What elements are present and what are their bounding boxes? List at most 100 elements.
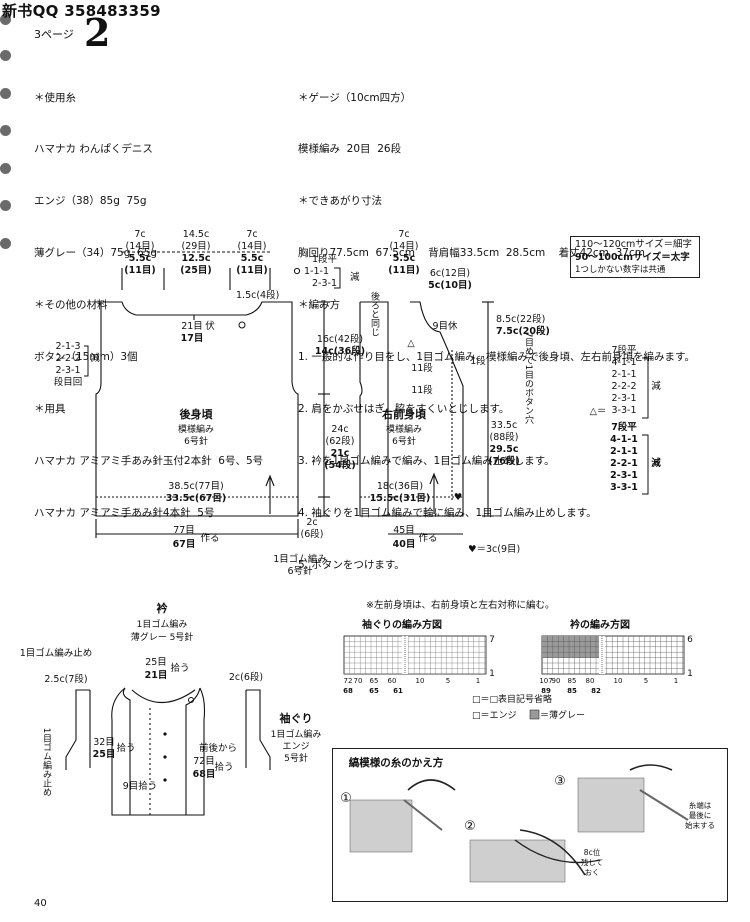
front-top-dim: 7c <box>398 229 409 240</box>
front-stitch: 模様編み <box>386 423 422 435</box>
heart-note: ♥＝3c(9目) <box>468 544 520 555</box>
collar-side-pick: 32目 <box>93 737 115 748</box>
front-same-note: 後ろと同じ <box>369 290 380 336</box>
chart-tick: 90 <box>552 677 561 685</box>
back-armhole-rule: 2-3-1 <box>56 365 81 376</box>
armhole-piece <box>246 689 271 770</box>
button-gap: 11段 <box>411 384 433 396</box>
collar-pick-count: 21目 <box>145 670 168 681</box>
binder-hole <box>0 125 11 136</box>
back-top-dim: (29目) <box>181 241 210 252</box>
armband-title: 袖ぐり <box>280 711 313 725</box>
armhole-height: 14c(36段) <box>315 345 365 357</box>
collar-neck-curve <box>131 689 196 703</box>
front-height: 29.5c <box>489 444 518 455</box>
dec-reduce: 減 <box>651 380 661 392</box>
legend-color-b: ＝薄グレー <box>540 709 585 721</box>
materials-line: ＊その他の材料 <box>34 299 108 312</box>
chart-tick: 1 <box>476 677 480 685</box>
collar-pick-label: 拾う <box>170 662 189 674</box>
footer-page-number: 40 <box>34 898 47 909</box>
chart-tick: 5 <box>644 677 648 685</box>
collar-chart <box>541 635 685 675</box>
collar-left-piece <box>65 689 90 770</box>
specs-line: 模様編み 20目 26段 <box>298 143 402 156</box>
sleeve-chart-title: 袖ぐりの編み方図 <box>361 618 442 631</box>
chart-tick: 68 <box>343 687 353 695</box>
materials-line: ハマナカ アミアミ手あみ針玉付2本針 6号、5号 <box>34 454 264 467</box>
armband-yarn: エンジ <box>282 742 309 752</box>
yarn-note: 最後に <box>689 810 712 820</box>
front-cast-on-label: 作る <box>418 532 437 544</box>
armhole-pick-label: 拾う <box>214 761 233 773</box>
back-top-dim: 5.5c <box>129 253 151 264</box>
triangle-legend: △＝ <box>590 406 607 417</box>
collar-side-pick-label: 拾う <box>116 742 135 754</box>
front-top-dim: (11目) <box>388 265 419 276</box>
size-legend-line: 90～100cmサイズ＝太字 <box>575 252 690 263</box>
chart-row-label: 7 <box>489 635 495 645</box>
button-gap: 11段 <box>411 362 433 374</box>
front-height: 33.5c <box>491 420 517 431</box>
back-top-dim: 5.5c <box>241 253 263 264</box>
materials-line: ハマナカ わんぱくデニス <box>34 143 153 156</box>
back-title: 後身頃 <box>180 407 214 421</box>
armband-stitch: 1目ゴム編み <box>271 728 322 740</box>
watermark: 新书QQ 358483359 <box>2 2 161 20</box>
back-needle: 6号針 <box>184 435 208 447</box>
size-legend-line: 1つしかない数字は共通 <box>575 265 666 275</box>
collar-vertical-bindoff: 1目ゴム編み止め <box>41 728 52 797</box>
binder-hole <box>0 50 11 61</box>
heart-icon: ♥ <box>454 492 463 503</box>
back-armhole-rule: 段目回 <box>54 376 83 388</box>
step-number: ① <box>340 791 352 806</box>
back-width: 38.5c(77目) <box>168 481 223 492</box>
rib-label: 1目ゴム編み <box>273 553 327 565</box>
collar-bottom-pick: 9目拾う <box>123 780 158 792</box>
materials-list: ＊使用糸 ハマナカ わんぱくデニス エンジ（38）85g 75g 薄グレー（34… <box>34 55 294 539</box>
back-top-dim: (14目) <box>125 241 154 252</box>
yarn-note: おく <box>585 868 600 877</box>
dec-rule: 4-1-1 <box>610 434 638 445</box>
dec-reduce: 減 <box>651 457 661 469</box>
size-legend-line: 110～120cmサイズ＝細字 <box>575 239 692 250</box>
armband-needle: 5号針 <box>284 752 308 764</box>
body-height: (62段) <box>325 435 354 447</box>
back-neck-count: 17目 <box>181 333 204 344</box>
front-neck-depth: 8.5c(22段) <box>496 313 545 325</box>
yarn-change-illustrations <box>349 764 689 883</box>
chart-row-label: 6 <box>687 635 693 645</box>
front-neck-dim: 5c(10目) <box>428 280 472 291</box>
legend-color-a: □＝エンジ <box>472 711 517 721</box>
back-body-outline <box>95 301 299 517</box>
step-number: ③ <box>554 774 566 789</box>
specs-line: 胸回り77.5cm 67.5cm 背肩幅33.5cm 28.5cm 着丈42cm… <box>298 247 645 260</box>
chart-tick: 107 <box>539 677 552 685</box>
sleeve-chart <box>343 635 487 675</box>
rib-height: (6段) <box>301 528 324 540</box>
armhole-pick: 68目 <box>193 769 216 780</box>
page-number: 2 <box>84 10 111 55</box>
collar-chart-title: 衿の編み方図 <box>570 618 630 631</box>
neck-reduce: 減 <box>350 271 360 283</box>
front-neck-depth: 7.5c(20段) <box>496 325 550 337</box>
yarn-note: 8c位 <box>584 847 601 857</box>
back-top-dim: 12.5c <box>181 253 210 264</box>
front-height: (76段) <box>488 455 519 467</box>
neck-rule: 1-1-1 <box>304 266 329 277</box>
back-shoulder-dim: 1.5c(4段) <box>236 289 279 301</box>
back-stitch: 模様編み <box>178 423 214 435</box>
legend-knit-symbol: □＝□表目記号省略 <box>472 693 552 705</box>
front-title: 右前身頃 <box>381 407 427 421</box>
specs-line: ＊ゲージ（10cm四方） <box>298 91 412 104</box>
binder-hole <box>0 163 11 174</box>
yarn-note: 始末する <box>685 820 715 830</box>
front-rest-stitches: 9目休 <box>432 320 458 332</box>
back-cast-on: 77目 <box>173 525 195 536</box>
chart-tick: 61 <box>393 687 403 695</box>
chart-tick: 89 <box>541 687 551 695</box>
collar-yarn-needle: 薄グレー 5号針 <box>131 631 194 643</box>
back-neck-count: 21目 <box>181 321 203 332</box>
collar-side-dim: 2.5c(7段) <box>44 673 87 685</box>
chart-tick: 85 <box>568 677 577 685</box>
